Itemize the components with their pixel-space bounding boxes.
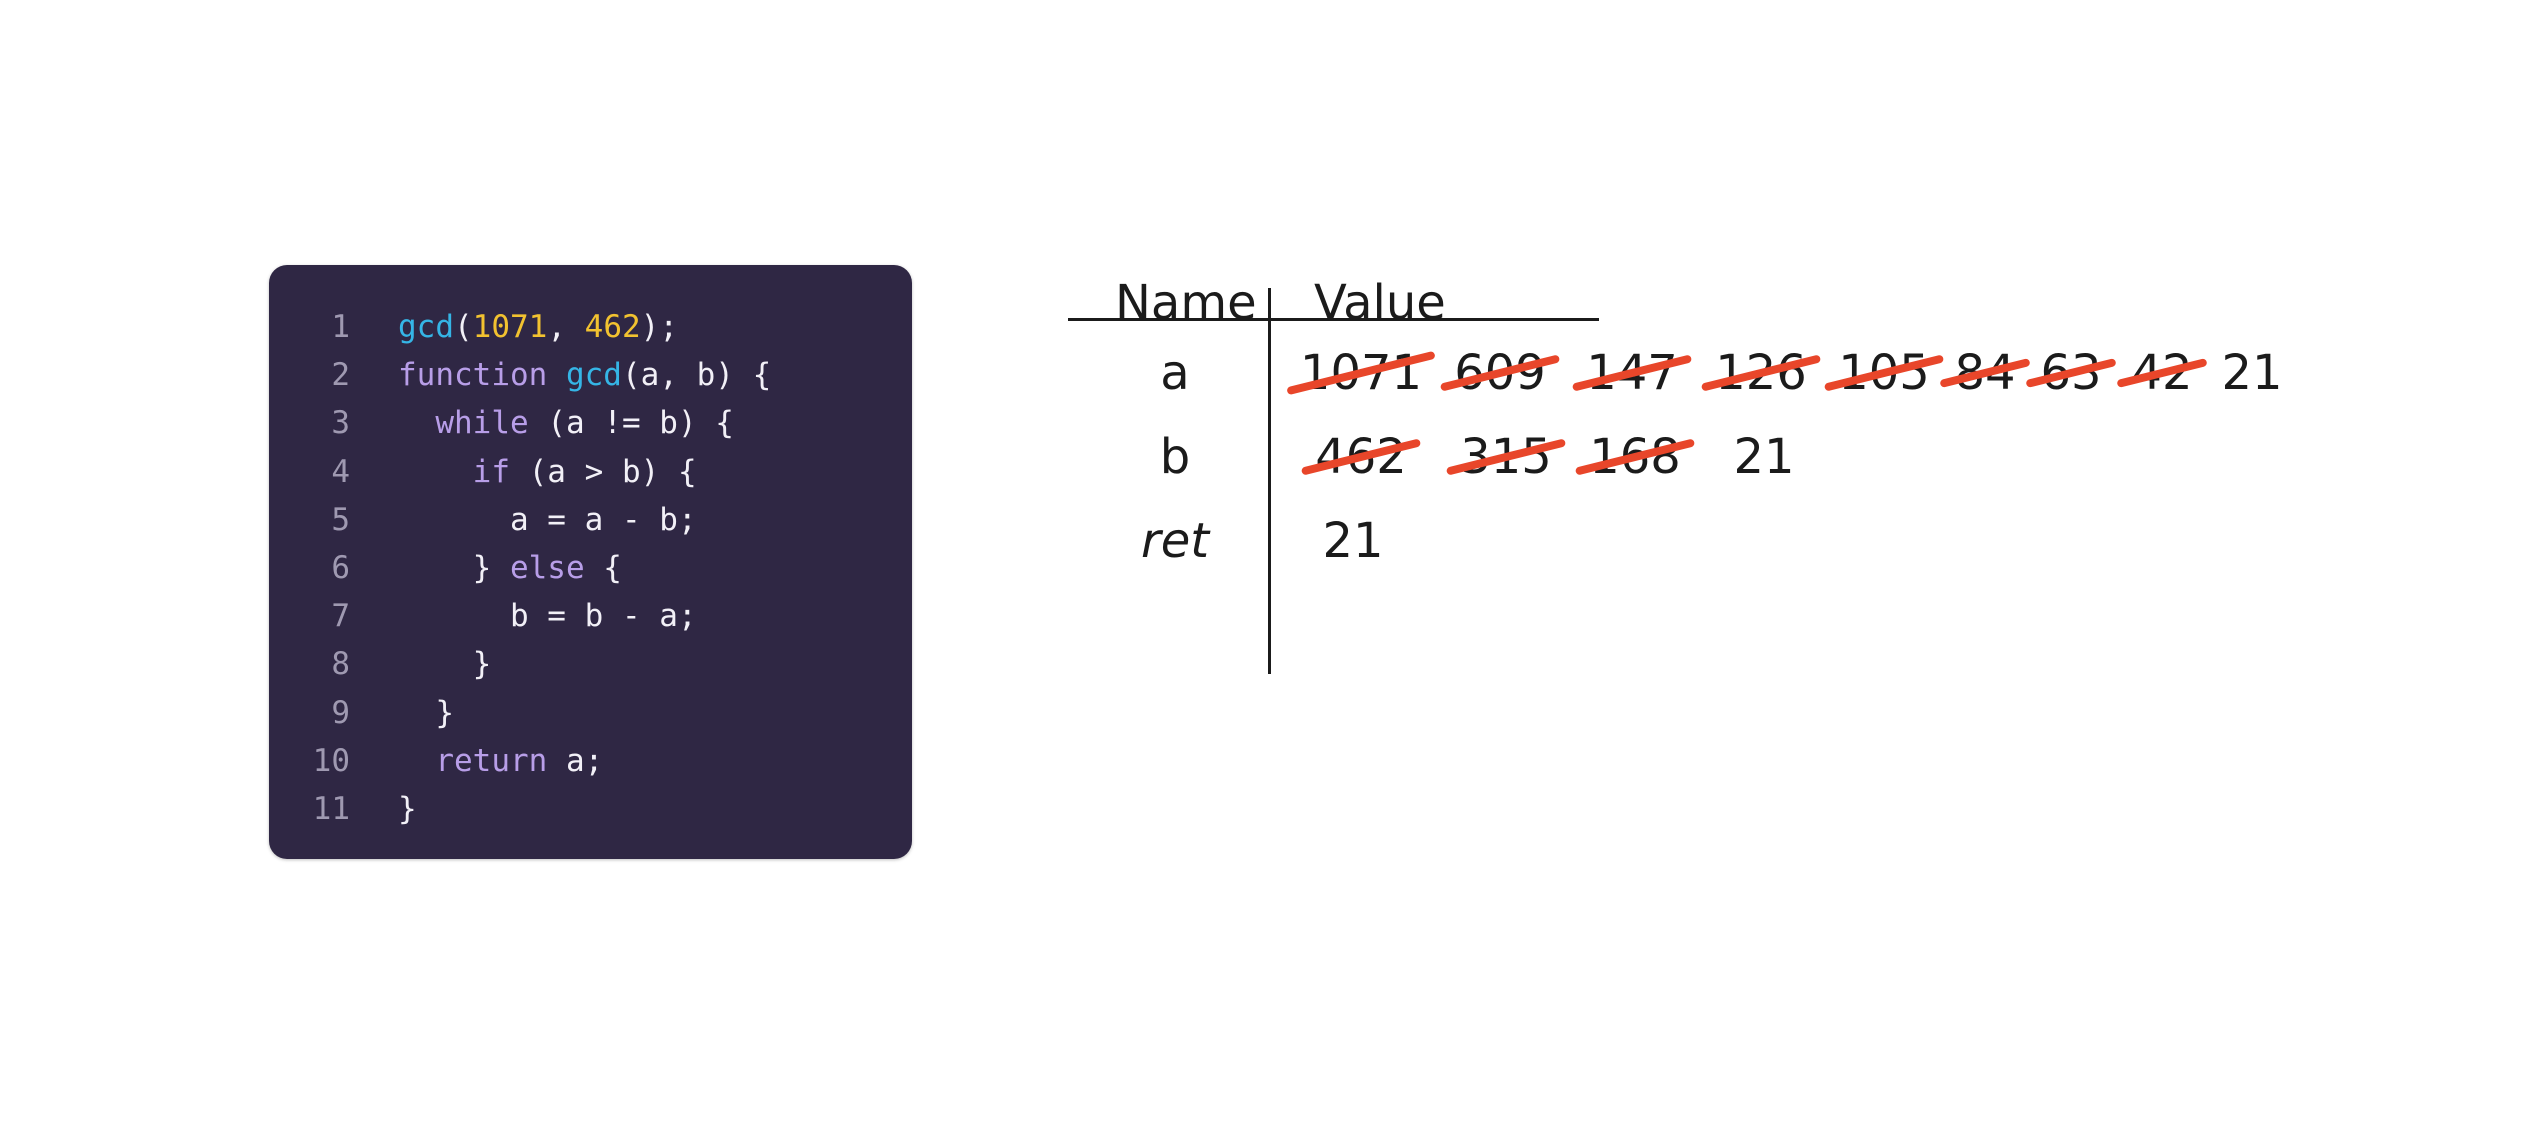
variable-value: 609 xyxy=(1454,345,1546,401)
variable-value: 462 xyxy=(1315,429,1407,485)
strike-through-mark xyxy=(1823,354,1945,392)
code-line: 3 while (a != b) { xyxy=(269,399,912,447)
code-line: 4 if (a > b) { xyxy=(269,448,912,496)
code-token: while xyxy=(435,405,529,442)
code-token: a = a - b; xyxy=(398,501,697,538)
code-token: else xyxy=(509,549,585,586)
table-header-value: Value xyxy=(1314,275,1446,331)
line-number: 7 xyxy=(331,598,350,635)
code-line: 7 b = b - a; xyxy=(269,592,912,640)
strike-through-mark xyxy=(2116,357,2208,389)
code-token: { xyxy=(584,549,622,586)
column-divider xyxy=(1268,288,1271,674)
strike-through-mark xyxy=(1445,438,1567,476)
code-token xyxy=(398,454,473,490)
code-token: 462 xyxy=(584,309,641,345)
variable-value: 21 xyxy=(1322,513,1384,569)
code-token: b = b - a; xyxy=(398,598,697,635)
variable-value: 105 xyxy=(1838,345,1930,401)
line-number: 4 xyxy=(331,453,350,490)
code-token: } xyxy=(398,790,417,827)
table-header-name: Name xyxy=(1115,275,1257,331)
code-token xyxy=(398,743,435,779)
code-line: 2 function gcd(a, b) { xyxy=(269,351,912,399)
strike-through-mark xyxy=(1574,438,1696,476)
code-token: (a != b) { xyxy=(528,405,734,442)
variable-value: 21 xyxy=(1733,429,1795,485)
variable-value: 147 xyxy=(1586,345,1678,401)
code-token: function xyxy=(398,357,548,394)
code-token: if xyxy=(472,453,510,490)
code-token xyxy=(398,405,435,441)
code-text: } xyxy=(398,640,492,688)
line-number: 2 xyxy=(331,357,350,394)
code-token: a; xyxy=(547,742,604,779)
code-token: (a > b) { xyxy=(509,453,697,490)
variable-value: 1071 xyxy=(1299,345,1423,401)
strike-through-mark xyxy=(2025,357,2117,389)
line-number: 5 xyxy=(331,501,350,538)
code-token: (a, b) { xyxy=(621,357,772,394)
line-number: 11 xyxy=(312,790,350,827)
code-line: 11} xyxy=(269,785,912,833)
variable-value: 21 xyxy=(2221,345,2283,401)
code-token: } xyxy=(398,549,510,586)
variable-name-a: a xyxy=(1160,345,1190,401)
strike-through-mark xyxy=(1286,350,1436,396)
code-token: gcd xyxy=(565,357,622,394)
strike-through-mark xyxy=(1439,354,1561,392)
code-line: 1 gcd(1071, 462); xyxy=(269,303,912,351)
strike-through-mark xyxy=(1300,438,1422,476)
strike-through-mark xyxy=(1700,354,1822,392)
code-text: b = b - a; xyxy=(398,592,697,640)
variable-value: 42 xyxy=(2131,345,2193,401)
code-token: gcd xyxy=(398,309,454,345)
line-number: 9 xyxy=(331,694,350,731)
line-number: 3 xyxy=(331,405,350,442)
variable-value: 63 xyxy=(2040,345,2102,401)
variable-value: 126 xyxy=(1715,345,1807,401)
code-token: return xyxy=(435,742,548,779)
code-token: ( xyxy=(454,309,473,345)
code-line: 10 return a; xyxy=(269,737,912,785)
code-text: } else { xyxy=(398,544,622,592)
code-token: 1071 xyxy=(472,309,548,345)
code-text: } xyxy=(398,689,454,737)
code-text: a = a - b; xyxy=(398,496,697,544)
code-text: function gcd(a, b) { xyxy=(398,351,771,399)
line-number: 8 xyxy=(331,646,350,683)
line-number: 6 xyxy=(331,549,350,586)
code-text: if (a > b) { xyxy=(398,448,697,496)
code-line: 9 } xyxy=(269,689,912,737)
line-number: 1 xyxy=(331,309,350,345)
variable-name-ret: ret xyxy=(1140,513,1210,569)
variable-value: 315 xyxy=(1460,429,1552,485)
code-line: 5 a = a - b; xyxy=(269,496,912,544)
code-token xyxy=(547,357,566,393)
code-token: ); xyxy=(640,309,678,345)
code-token: } xyxy=(398,646,492,683)
code-text: gcd(1071, 462); xyxy=(398,303,678,351)
code-text: return a; xyxy=(398,737,603,785)
code-text: } xyxy=(398,785,417,833)
strike-through-mark xyxy=(1571,354,1693,392)
code-text: while (a != b) { xyxy=(398,399,734,447)
header-rule xyxy=(1068,318,1599,321)
variable-value: 84 xyxy=(1954,345,2016,401)
variable-name-b: b xyxy=(1159,429,1191,485)
code-line: 6 } else { xyxy=(269,544,912,592)
variable-value: 168 xyxy=(1589,429,1681,485)
code-token: , xyxy=(547,309,585,345)
code-token: } xyxy=(398,694,454,731)
code-line: 8 } xyxy=(269,640,912,688)
strike-through-mark xyxy=(1939,357,2031,389)
line-number: 10 xyxy=(312,742,350,779)
